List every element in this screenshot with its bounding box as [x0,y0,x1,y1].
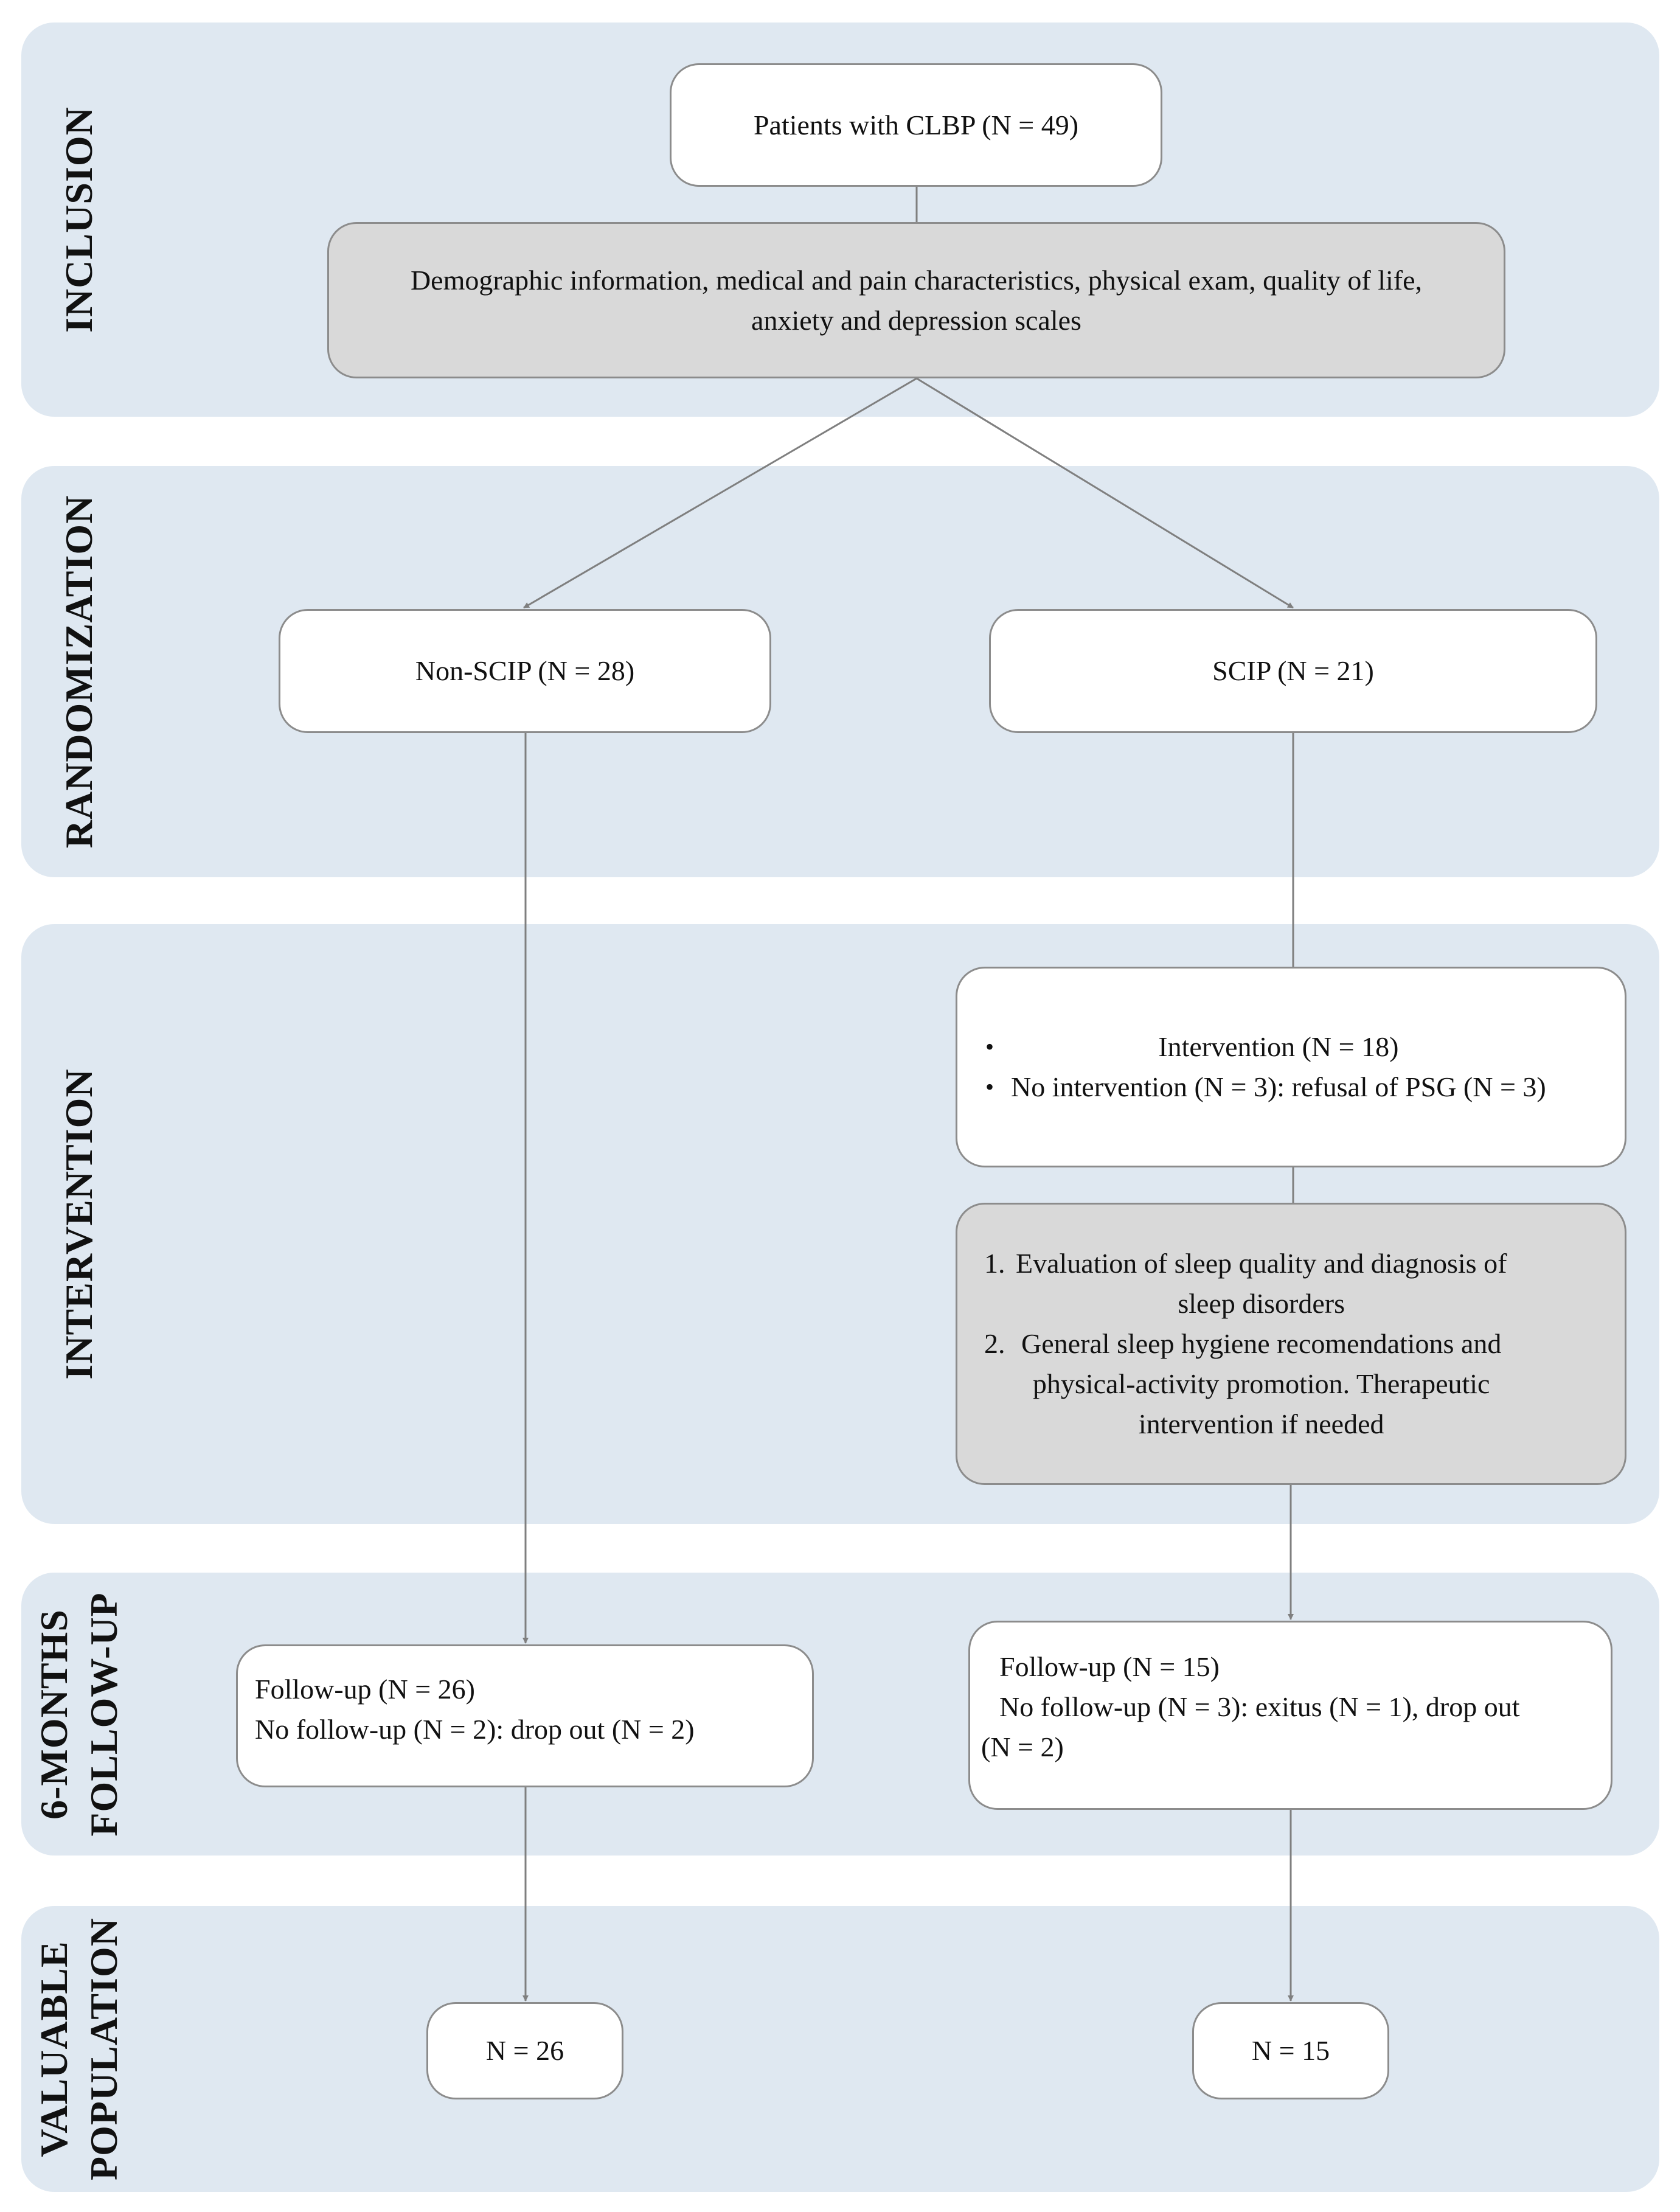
connector-assessment-to-scip [916,377,1294,609]
scip-group-label: SCIP (N = 21) [1212,655,1374,686]
scip-valuable-population-box: N = 15 [1192,2002,1389,2099]
intervention-allocation-box: Intervention (N = 18) No intervention (N… [956,967,1626,1167]
follow-up-line: No follow-up (N = 3): exitus (N = 1), dr… [999,1691,1520,1722]
follow-up-line: (N = 2) [981,1731,1064,1762]
non-scip-group-box: Non-SCIP (N = 28) [279,609,771,733]
patients-box-text: Patients with CLBP (N = 49) [753,109,1079,141]
baseline-assessment-line: anxiety and depression scales [751,304,1081,336]
baseline-assessment-line: Demographic information, medical and pai… [410,264,1423,296]
follow-up-line: Follow-up (N = 26) [255,1674,475,1705]
intervention-allocation-item: No intervention (N = 3): refusal of PSG … [981,1067,1546,1107]
scip-group-box: SCIP (N = 21) [989,609,1597,733]
intervention-step-line: sleep disorders [1178,1288,1345,1319]
non-scip-valuable-population-box: N = 26 [426,2002,623,2099]
intervention-allocation-list: Intervention (N = 18) No intervention (N… [957,1027,1546,1107]
patients-box: Patients with CLBP (N = 49) [670,63,1162,187]
intervention-steps-box: 1. Evaluation of sleep quality and diagn… [956,1203,1626,1485]
follow-up-line: No follow-up (N = 2): drop out (N = 2) [255,1714,695,1745]
intervention-steps-list: 1. Evaluation of sleep quality and diagn… [957,1243,1507,1444]
baseline-assessment-box: Demographic information, medical and pai… [327,222,1505,378]
intervention-step: 2. General sleep hygiene recomendations … [984,1324,1507,1444]
non-scip-follow-up-box: Follow-up (N = 26) No follow-up (N = 2):… [236,1644,814,1787]
connector-assessment-to-non-scip [523,377,917,609]
intervention-step: 1. Evaluation of sleep quality and diagn… [984,1243,1507,1324]
valuable-population-count: N = 15 [1251,2035,1330,2066]
intervention-step-line: physical-activity promotion. Therapeutic [1032,1368,1490,1399]
intervention-step-line: General sleep hygiene recomendations and [1021,1328,1502,1359]
intervention-allocation-item: Intervention (N = 18) [981,1027,1546,1067]
valuable-population-count: N = 26 [485,2035,564,2066]
intervention-step-line: Evaluation of sleep quality and diagnosi… [1016,1248,1507,1279]
scip-follow-up-box: Follow-up (N = 15) No follow-up (N = 3):… [968,1621,1612,1810]
non-scip-group-label: Non-SCIP (N = 28) [415,655,635,686]
intervention-step-line: intervention if needed [1138,1408,1384,1439]
intervention-step-number: 2. [984,1328,1005,1359]
intervention-step-number: 1. [984,1248,1005,1279]
follow-up-line: Follow-up (N = 15) [999,1651,1220,1682]
